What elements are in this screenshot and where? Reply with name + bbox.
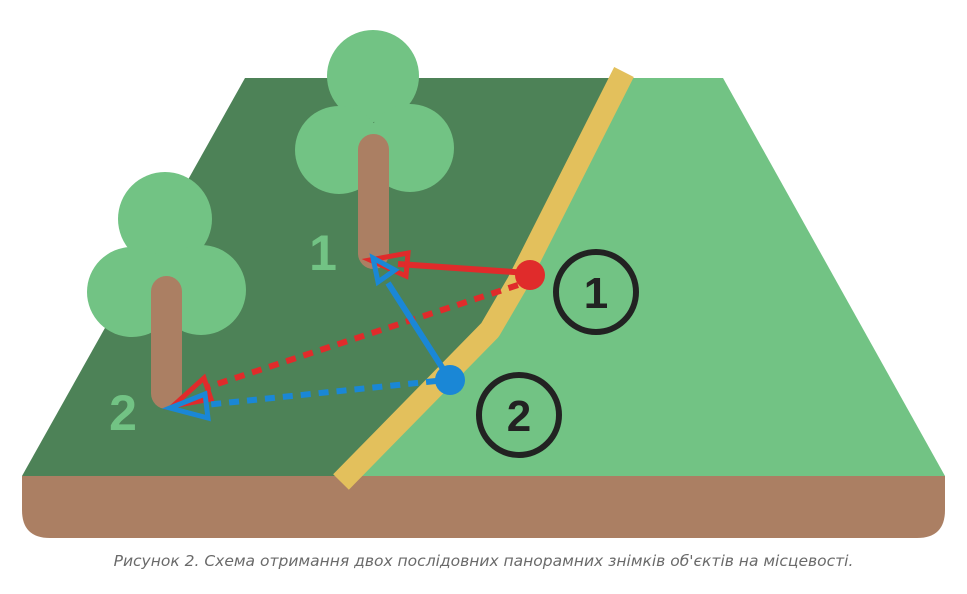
station-1-label: 1 [584,269,608,318]
station-2-label-ring [476,372,562,458]
open-field [331,78,945,476]
tree-1-canopy-top [327,30,419,122]
station-2-arrowhead-tree-2 [162,390,211,422]
tree-1-trunk [358,134,389,269]
soil-base [22,476,945,538]
tree-2-canopy-top [118,172,212,266]
station-2-ray-tree-2 [204,378,437,408]
tree-1-label: 1 [309,225,337,281]
station-2-arrowhead-tree-1 [369,253,400,287]
terrain-diagram: 1 2 1 2 [22,30,945,538]
station-2-ray-tree-1 [385,281,448,374]
figure-caption: Рисунок 2. Схема отримання двох послідов… [113,552,854,570]
station-1-arrowhead-tree-2 [164,373,215,411]
road [333,67,634,490]
station-1-point [515,260,545,290]
station-1-label-ring [553,249,639,335]
station-2-point [435,365,465,395]
station-1-ray-tree-1 [397,261,529,276]
station-1-ray-tree-2 [204,282,519,391]
tree-2-trunk [151,276,182,409]
tree-1 [295,30,454,269]
station-2-label: 2 [507,392,531,441]
tree-2-label: 2 [109,385,137,441]
tree-2 [87,172,246,409]
